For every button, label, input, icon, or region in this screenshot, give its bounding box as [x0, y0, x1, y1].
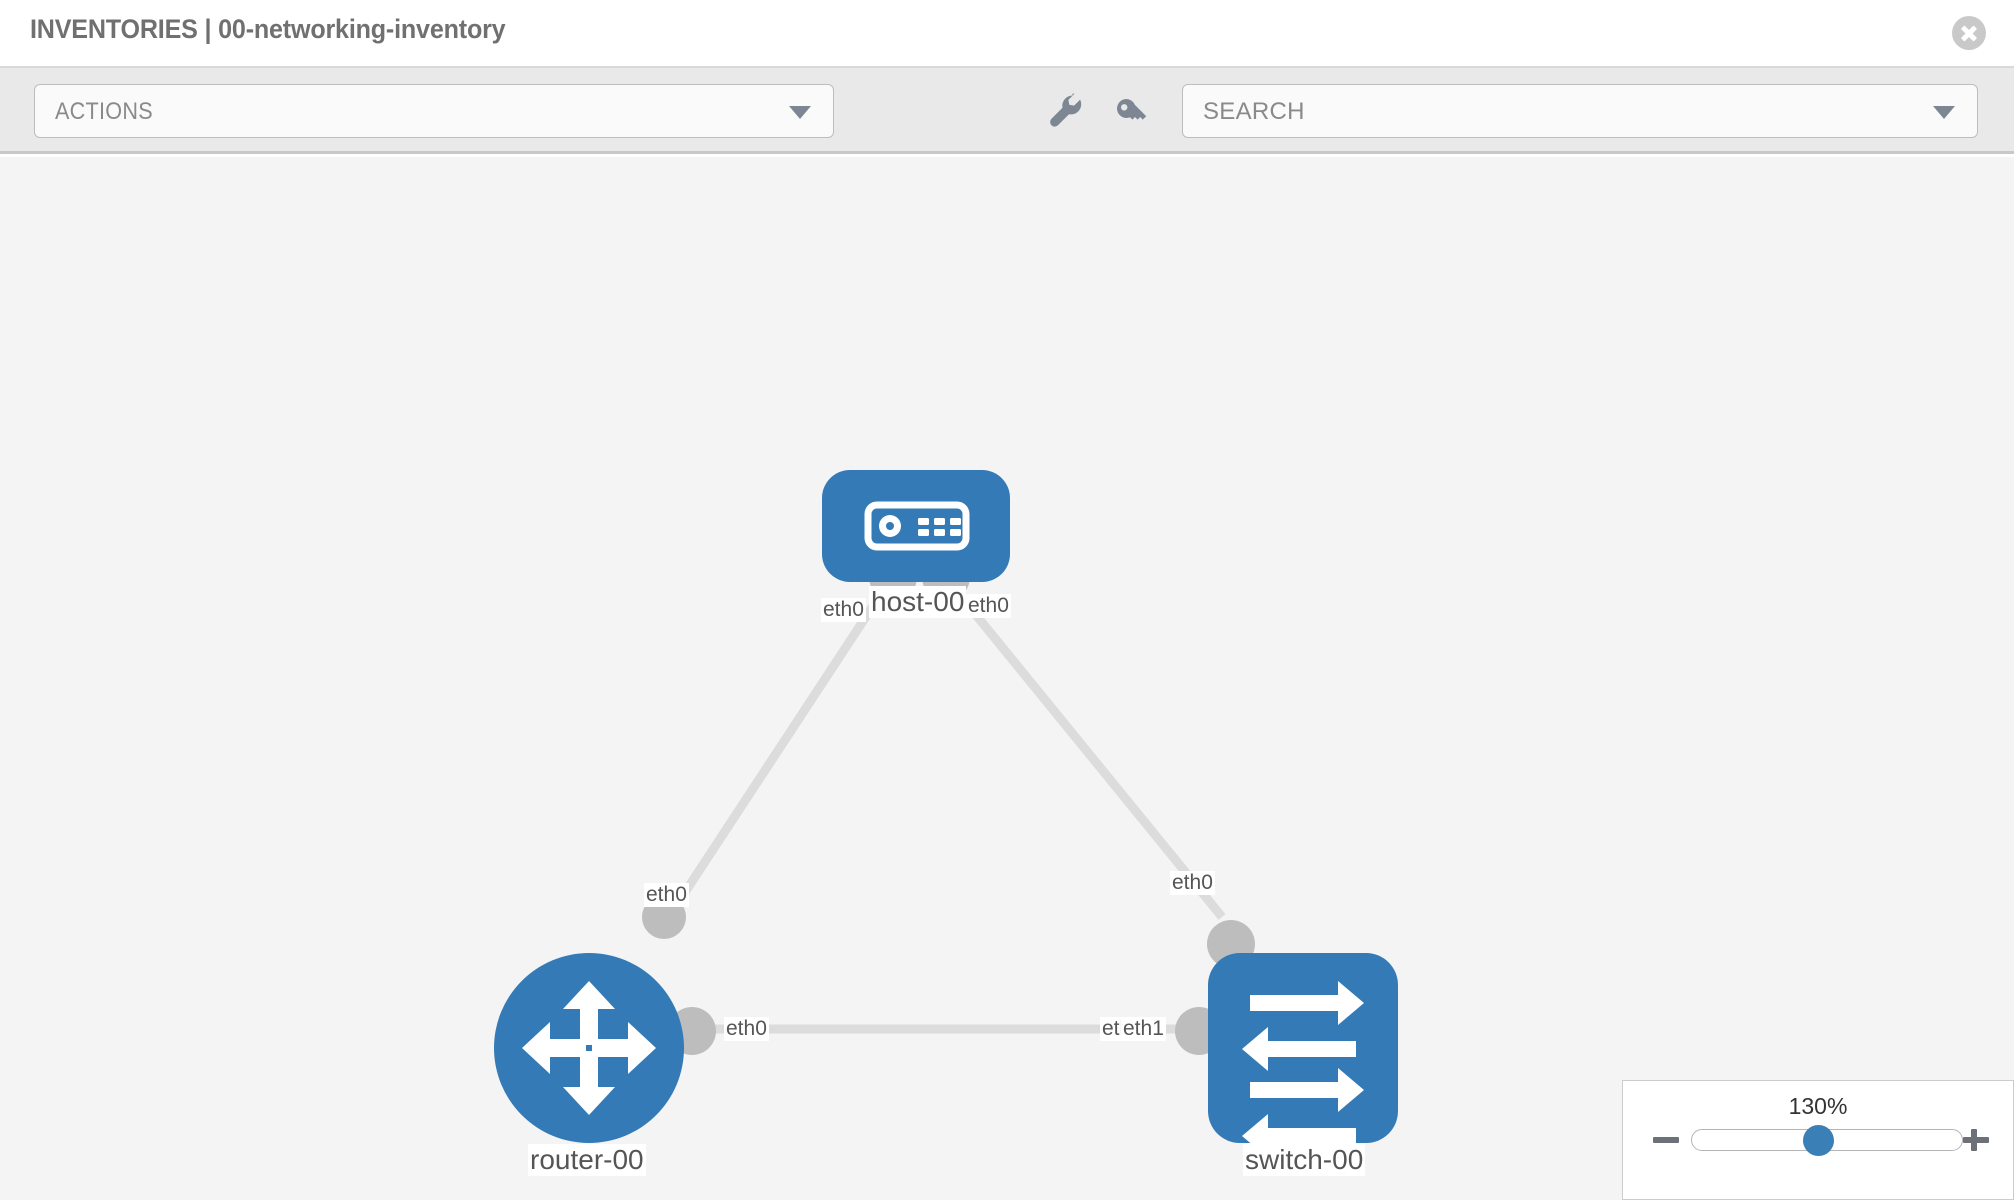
node-label-host-00[interactable]: host-00 [869, 586, 967, 618]
node-host-00[interactable] [822, 470, 1010, 582]
iface-label-host-right[interactable]: eth0 [966, 594, 1011, 618]
wrench-icon[interactable] [1040, 88, 1086, 134]
topology-links [668, 574, 1226, 1034]
actions-dropdown-label: ACTIONS [55, 98, 153, 125]
plus-icon[interactable] [1961, 1125, 1991, 1155]
minus-icon[interactable] [1651, 1125, 1681, 1155]
chevron-down-icon[interactable] [1933, 106, 1955, 119]
search-field[interactable] [1182, 84, 1978, 139]
router-arrows-icon [522, 981, 656, 1115]
actions-dropdown[interactable]: ACTIONS [34, 84, 834, 138]
topology-graph [494, 470, 1398, 1158]
key-icon[interactable] [1110, 88, 1156, 134]
node-router-00[interactable] [494, 953, 684, 1143]
topology-canvas[interactable]: eth0 eth0 eth0 eth0 eth0 eth0 eth1 host-… [0, 157, 2014, 1200]
iface-label-router-up[interactable]: eth0 [644, 883, 689, 907]
topology-toolbar: ACTIONS [0, 68, 2014, 154]
iface-label-router-right[interactable]: eth0 [724, 1017, 769, 1041]
search-input[interactable] [1201, 85, 1905, 139]
link-host-switch[interactable] [941, 574, 1226, 920]
node-label-switch-00[interactable]: switch-00 [1243, 1144, 1366, 1176]
page-header: INVENTORIES | 00-networking-inventory [0, 0, 2014, 68]
iface-label-switch-left-b[interactable]: eth1 [1121, 1017, 1166, 1041]
server-dots-icon [918, 518, 961, 536]
zoom-control: 130% [1622, 1080, 2014, 1200]
iface-label-switch-up[interactable]: eth0 [1170, 871, 1215, 895]
zoom-percent-label: 130% [1788, 1093, 1848, 1119]
page-title: INVENTORIES | 00-networking-inventory [30, 14, 506, 44]
link-router-host[interactable] [668, 574, 896, 915]
chevron-down-icon [789, 106, 811, 119]
close-icon[interactable] [1952, 16, 1986, 50]
server-icon [864, 501, 970, 551]
node-switch-00[interactable] [1208, 953, 1398, 1158]
topology-ports [642, 553, 1255, 1055]
switch-arrows-icon [1242, 981, 1364, 1158]
node-label-router-00[interactable]: router-00 [528, 1144, 646, 1176]
iface-label-host-left[interactable]: eth0 [821, 598, 866, 622]
zoom-slider-thumb[interactable] [1803, 1125, 1834, 1156]
